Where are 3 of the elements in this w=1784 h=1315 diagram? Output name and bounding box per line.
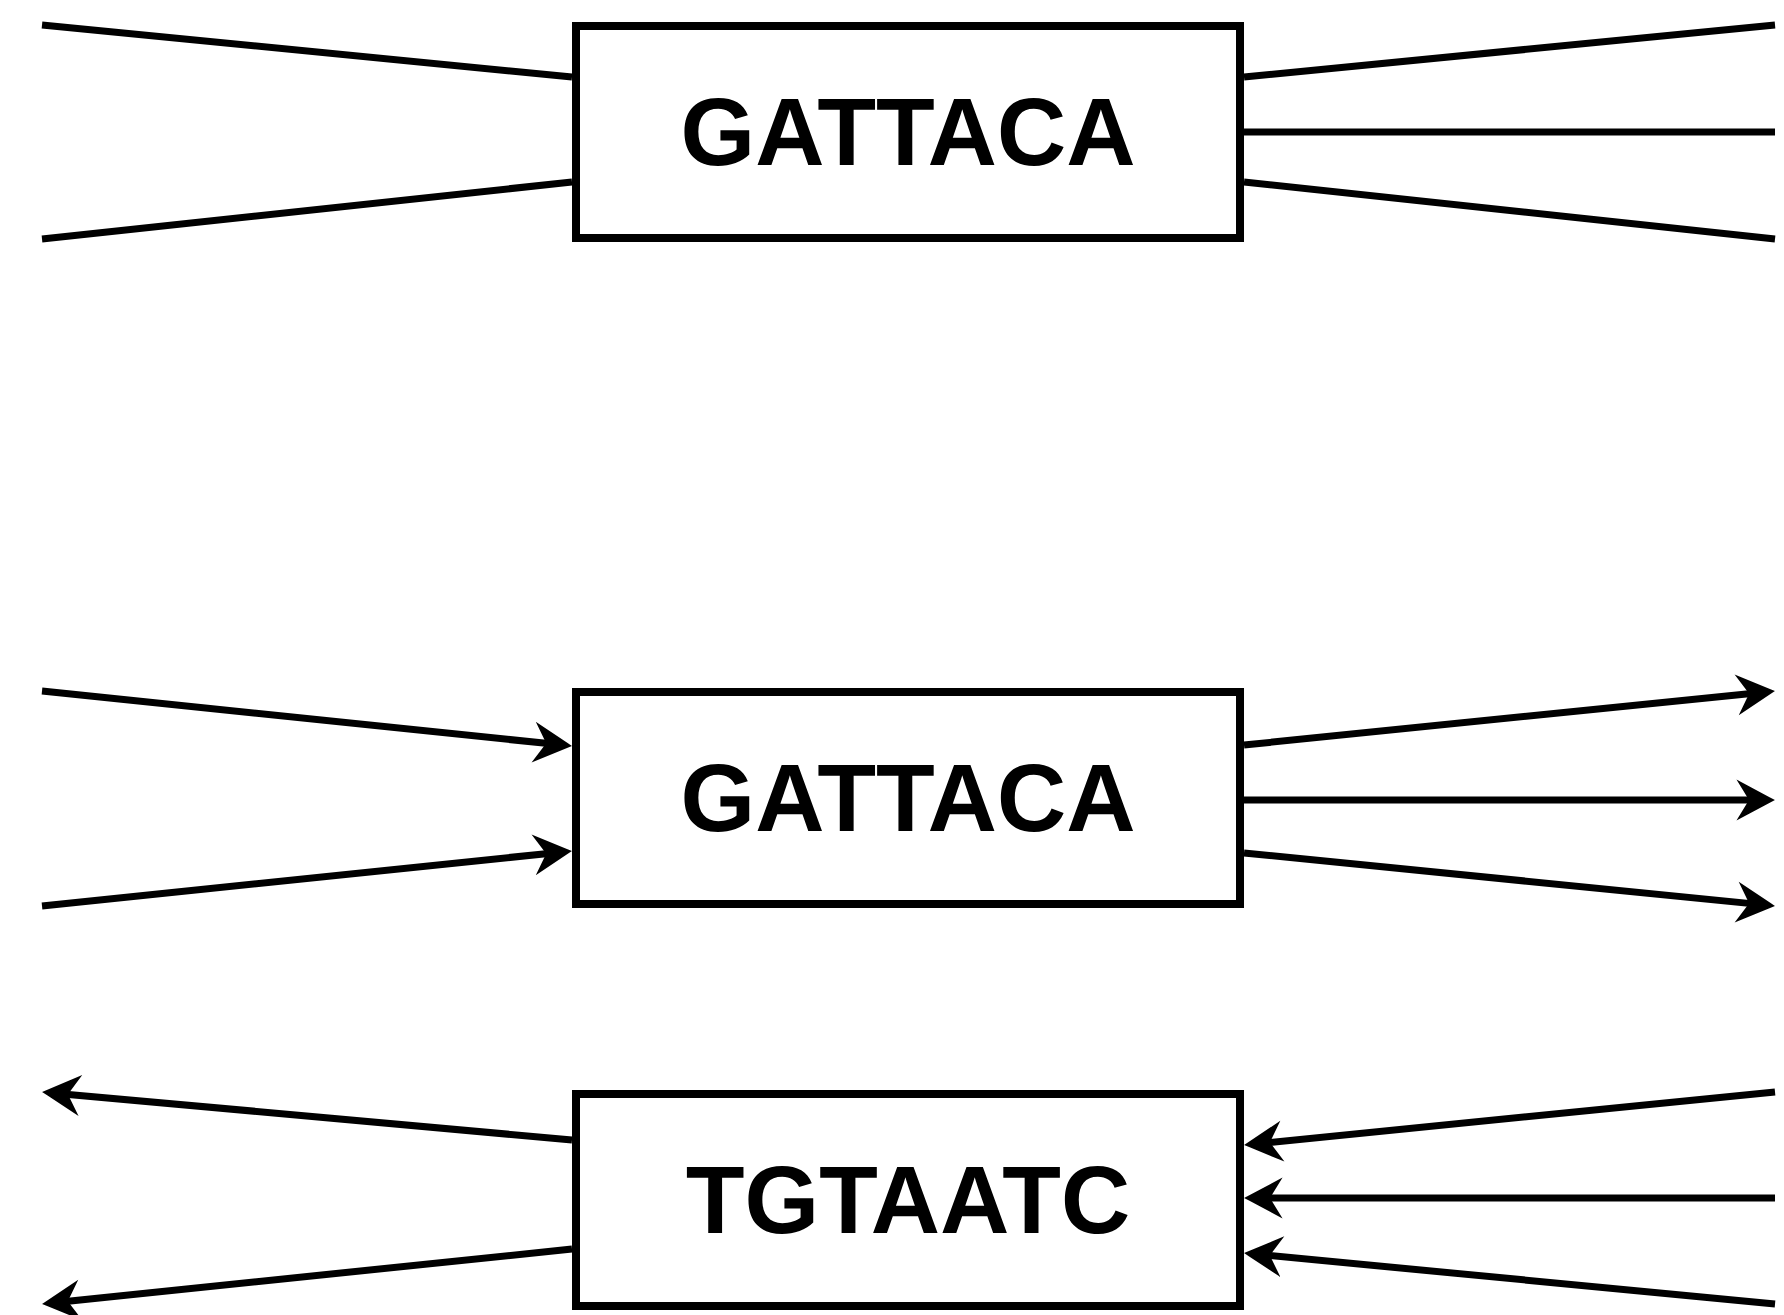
sequence-box: GATTACA bbox=[572, 688, 1244, 908]
sequence-box: TGTAATC bbox=[572, 1090, 1244, 1310]
sequence-box: GATTACA bbox=[572, 22, 1244, 242]
